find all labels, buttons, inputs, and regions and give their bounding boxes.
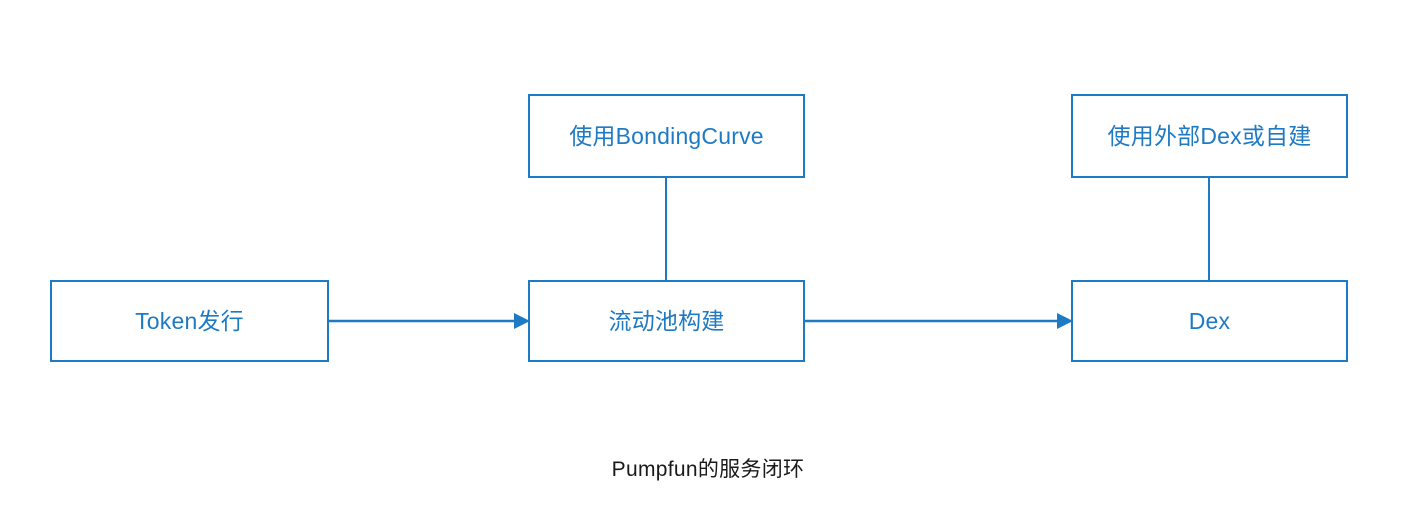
diagram-caption: Pumpfun的服务闭环 xyxy=(611,458,805,481)
node-dex-label: Dex xyxy=(1188,307,1231,334)
node-bonding-curve-label: 使用BondingCurve xyxy=(569,122,764,149)
node-token-issue-label: Token发行 xyxy=(135,307,244,334)
node-liquidity-pool-label: 流动池构建 xyxy=(608,307,725,334)
node-bonding-curve[interactable]: 使用BondingCurve xyxy=(528,94,805,178)
node-token-issue[interactable]: Token发行 xyxy=(50,280,329,362)
node-dex[interactable]: Dex xyxy=(1071,280,1348,362)
connector-bondingcurve-to-pool xyxy=(665,178,667,282)
connector-arrow-pool-to-dex xyxy=(805,311,1073,331)
connector-externaldex-to-dex xyxy=(1208,178,1210,282)
node-liquidity-pool[interactable]: 流动池构建 xyxy=(528,280,805,362)
connector-arrow-token-to-pool xyxy=(329,311,530,331)
node-external-dex-label: 使用外部Dex或自建 xyxy=(1107,122,1312,149)
node-external-dex[interactable]: 使用外部Dex或自建 xyxy=(1071,94,1348,178)
